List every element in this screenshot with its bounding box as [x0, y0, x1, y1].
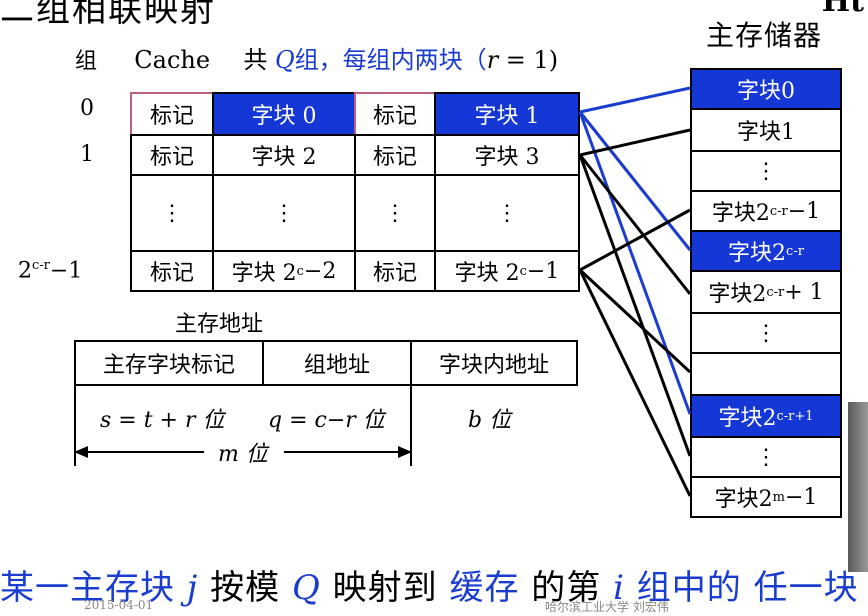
block-sup: c: [296, 263, 304, 279]
group-column-label: 组: [75, 49, 98, 74]
cache-table: 标记 字块 0 标记 字块 1 标记 字块 2 标记 字块 3 ⋮ ⋮ ⋮ ⋮ …: [130, 92, 580, 292]
memory-block-text: 字块2: [718, 406, 777, 431]
memory-block-sup: m: [772, 489, 785, 505]
row-label-base: 2: [18, 258, 32, 284]
memory-block-text: 字块2: [728, 241, 787, 266]
bits-m: m 位: [218, 442, 268, 467]
address-field-tag: 主存字块标记: [74, 340, 264, 386]
total-prefix: 共: [243, 46, 268, 74]
m-bits-arrow: [74, 446, 412, 458]
r-value: = 1): [498, 46, 559, 74]
corner-logo-text: Ht: [821, 0, 864, 19]
groups-text: 组，每组内两块（: [294, 46, 487, 74]
cache-cell-ellipsis: ⋮: [354, 174, 436, 252]
address-divider: [74, 386, 76, 466]
row-label-last: 2c-r−1: [18, 258, 82, 283]
cache-label: Cache: [134, 46, 211, 74]
map-line-black: [579, 208, 691, 272]
memory-block-tail: −1: [784, 484, 818, 510]
memory-block-sup: c-r: [786, 243, 804, 259]
row-label-1: 1: [80, 142, 94, 167]
address-divider: [410, 386, 412, 466]
memory-block-text: 字块1: [737, 120, 795, 145]
row-label-sup: c-r: [32, 258, 50, 273]
memory-block: 字块1: [690, 108, 842, 152]
map-line-black: [578, 154, 692, 295]
bits-s: s = t + r 位: [100, 408, 225, 433]
block-text: 字块 2: [231, 261, 297, 286]
row-label-0: 0: [80, 96, 94, 121]
map-line-black: [578, 269, 692, 497]
block-text: 字块 2: [454, 261, 520, 286]
caption-var-j: j: [175, 568, 211, 608]
caption-var-q: Q: [280, 568, 333, 608]
map-line-black: [578, 154, 692, 457]
caption-part: 任一块: [741, 568, 859, 608]
memory-block-text: 字块0: [737, 79, 795, 104]
memory-block-ellipsis: ⋮: [690, 150, 842, 192]
bottom-caption: 某一主存块 j 按模 Q 映射到 缓存 的第 i 组中的 任一块: [0, 560, 859, 609]
caption-part: 的第: [531, 568, 602, 608]
memory-block-text: 字块2: [711, 201, 770, 226]
cache-cell-tag: 标记: [354, 134, 436, 176]
caption-part: 组中的: [636, 568, 742, 608]
memory-block: 字块0: [690, 68, 842, 110]
map-line-blue: [578, 111, 692, 251]
block-tail: −2: [303, 258, 337, 284]
cache-header: 组 Cache 共 Q组，每组内两块（r = 1): [75, 40, 558, 75]
cache-cell-block: 字块 2: [212, 134, 356, 176]
map-line-black: [578, 268, 692, 374]
caption-part: 缓存: [437, 568, 532, 608]
r-symbol: r: [486, 46, 499, 74]
cache-cell-block: 字块 1: [434, 92, 580, 136]
memory-block-text: 字块2: [708, 282, 767, 307]
caption-part: 某一主存块: [0, 568, 175, 608]
q-symbol: Q: [275, 46, 295, 74]
caption-part: 按模: [210, 568, 281, 608]
memory-block-sup: c-r+1: [776, 408, 814, 424]
cache-cell-ellipsis: ⋮: [212, 174, 356, 252]
caption-var-i: i: [601, 568, 637, 608]
address-label: 主存地址: [175, 312, 264, 337]
memory-block-sup: c-r: [769, 203, 788, 219]
memory-block-text: ⋮: [755, 320, 777, 346]
address-field-group: 组地址: [262, 340, 412, 386]
cache-cell-block: 字块 0: [212, 92, 356, 136]
memory-block-text: 字块2: [714, 487, 773, 512]
bits-q: q = c−r 位: [268, 408, 385, 433]
cache-cell-tag: 标记: [354, 250, 436, 292]
cache-cell-tag: 标记: [354, 92, 436, 136]
footer-school: 哈尔滨工业大学 刘宏伟: [545, 600, 669, 614]
cache-cell-tag: 标记: [130, 134, 214, 176]
map-line-black: [579, 128, 691, 157]
main-memory-title: 主存储器: [706, 19, 823, 52]
map-line-blue: [578, 111, 692, 415]
map-line-blue: [579, 86, 691, 114]
memory-block-tail: −1: [787, 198, 821, 224]
memory-block-sup: c-r: [766, 284, 785, 300]
memory-block-text: ⋮: [755, 158, 777, 184]
footer-date: 2015-04-01: [84, 598, 154, 612]
block-tail: −1: [526, 258, 560, 284]
memory-block-text: ⋮: [755, 444, 777, 470]
slide-title: 二组相联映射: [0, 0, 216, 30]
row-label-tail: −1: [49, 258, 83, 284]
bits-b: b 位: [468, 408, 512, 433]
block-sup: c: [519, 263, 527, 279]
memory-block-tail: + 1: [784, 279, 824, 305]
side-photo: [848, 402, 868, 572]
caption-part: 映射到: [332, 568, 438, 608]
address-field-offset: 字块内地址: [410, 340, 578, 386]
